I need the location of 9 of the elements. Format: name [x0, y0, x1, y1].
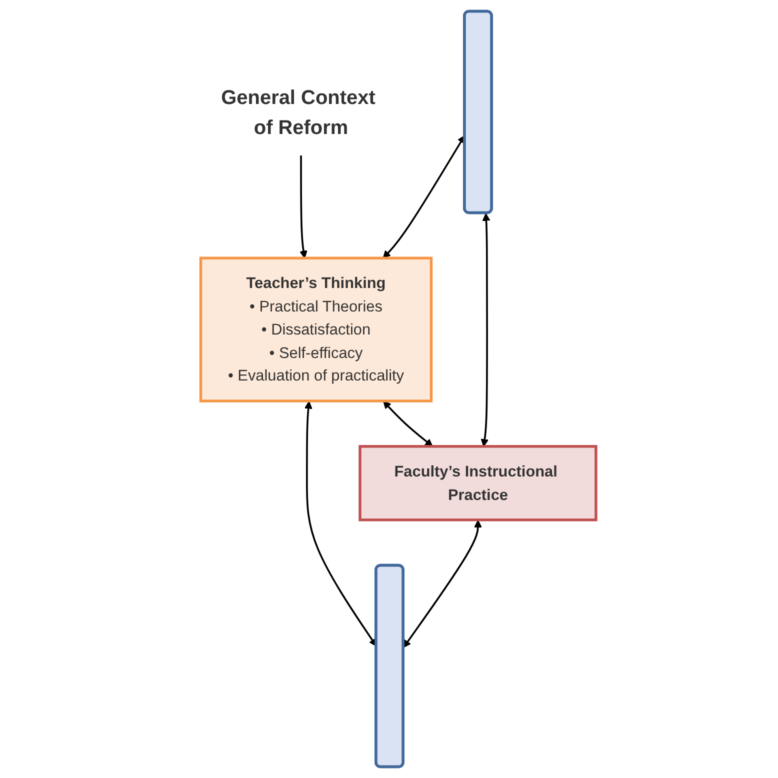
arrow: [304, 401, 376, 646]
node-box: Teacher’s Thinking • Practical Theories • Dissatisfaction • Self-efficacy • Evaluation of practicality: [198, 256, 432, 402]
arrow: [402, 520, 482, 648]
node-box: Faculty’s Instructional Practice: [358, 445, 597, 522]
arrow: [480, 213, 490, 447]
node-text: General Context of Reform: [220, 86, 375, 138]
arrow: [382, 400, 432, 447]
arrow: [299, 156, 307, 258]
arrow: [382, 135, 464, 258]
